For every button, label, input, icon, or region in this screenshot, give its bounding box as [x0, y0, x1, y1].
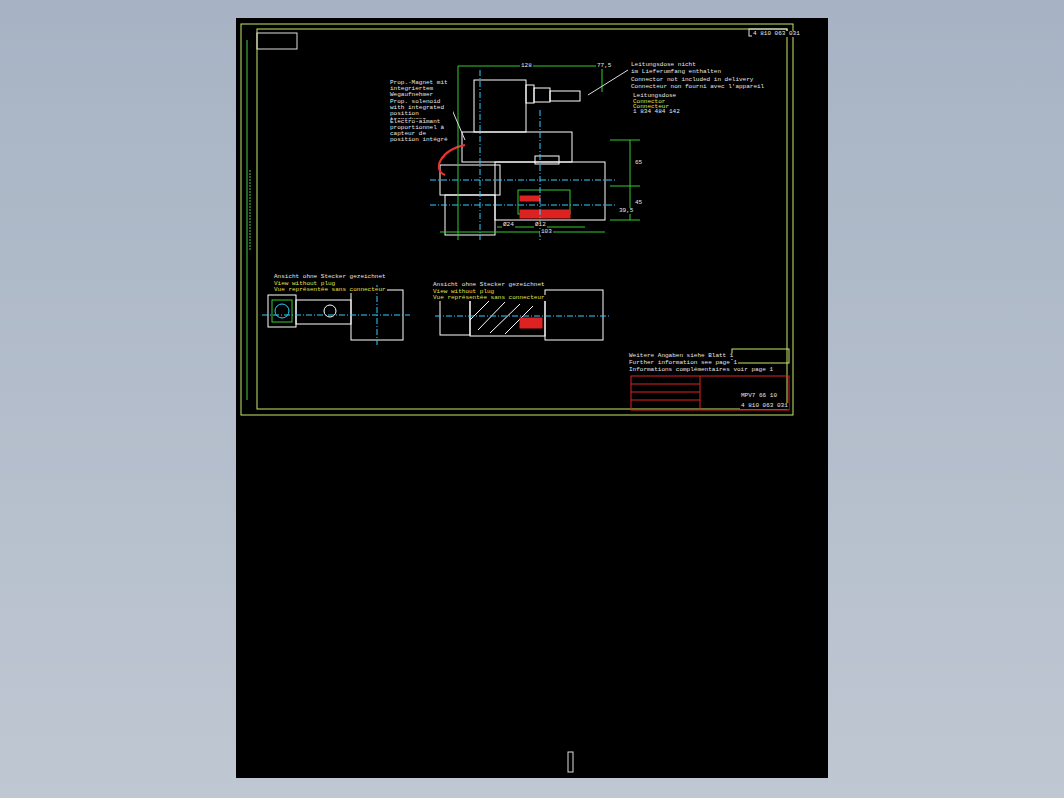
drawing-label: Electro-aimant proportionnel à capteur d… [389, 119, 453, 143]
drawing-label: 4 810 063 031 [740, 403, 789, 409]
drawing-label: 39,5 [618, 208, 634, 214]
drawing-label: Informations complémentaires voir page 1 [628, 367, 774, 373]
drawing-label: 4 810 063 031 [752, 31, 801, 37]
drawing-label: Connector not included in delivery [630, 77, 754, 83]
drawing-label: Connecteur non fourni avec l'appareil [630, 84, 765, 90]
drawing-label: Ansicht ohne Stecker gezeichnet [432, 282, 546, 288]
drawing-label: Further information see page 1 [628, 360, 738, 366]
drawing-label: Prop.-Magnet mit integriertem Wegaufnehm… [389, 80, 453, 98]
drawing-label: Ansicht ohne Stecker gezeichnet [273, 274, 387, 280]
drawing-label: Weitere Angaben siehe Blatt 1 [628, 353, 734, 359]
drawing-label: Ø12 [534, 222, 547, 228]
drawing-label: Leitungsdose nicht [630, 62, 697, 68]
drawing-label: Vue représentée sans connecteur [432, 295, 546, 301]
drawing-label: 103 [540, 229, 553, 235]
drawing-label: Vue représentée sans connecteur [273, 287, 387, 293]
drawing-label: 77,5 [596, 63, 612, 69]
drawing-label: 65 [634, 160, 643, 166]
drawing-label: Ø24 [502, 222, 515, 228]
drawing-label: 45 [634, 200, 643, 206]
drawing-label: im Lieferumfang enthalten [630, 69, 722, 75]
drawing-label: MPV7 66 10 [740, 393, 778, 399]
drawing-label: 1 834 484 142 [632, 109, 681, 115]
drawing-label: 128 [520, 63, 533, 69]
